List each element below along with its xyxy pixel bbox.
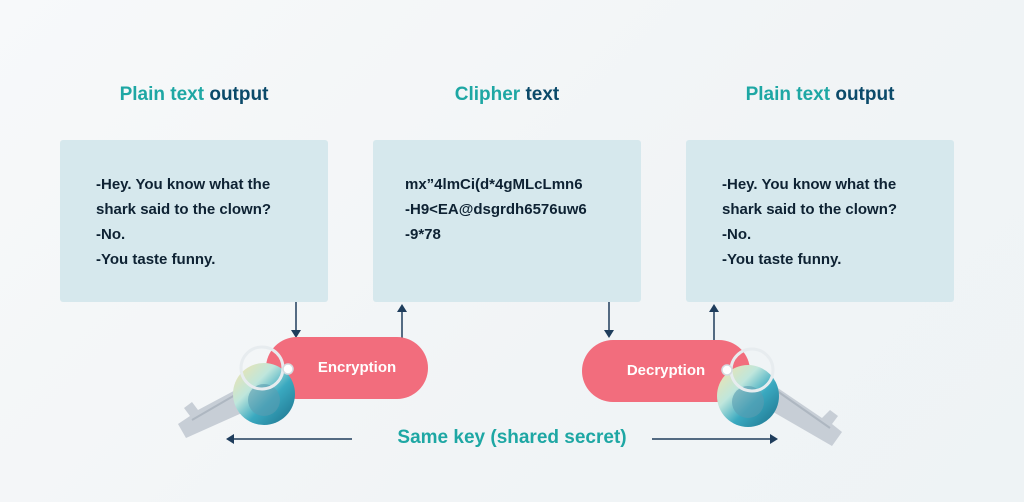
arrow-up-middle — [397, 304, 407, 340]
key-fob-left — [233, 345, 295, 425]
cipher-text-box: mx”4lmCi(d*4gMLcLmn6 -H9<EA@dsgrdh6576uw… — [373, 140, 641, 302]
arrow-down-middle — [604, 302, 614, 338]
shared-key-label: Same key (shared secret) — [397, 427, 627, 448]
box-line: -Hey. You know what the — [96, 176, 271, 193]
box-line: -You taste funny. — [96, 251, 216, 268]
box-line: -H9<EA@dsgrdh6576uw6 — [405, 201, 587, 218]
middle-title: Clipher text — [454, 84, 560, 105]
encryption-pill — [266, 337, 428, 399]
box-line: -Hey. You know what the — [722, 176, 897, 193]
box-line: -No. — [722, 226, 752, 243]
encryption-label: Encryption — [317, 359, 397, 376]
box-line: shark said to the clown? — [96, 201, 272, 218]
plain-text-box-left: -Hey. You know what the shark said to th… — [60, 140, 328, 302]
arrow-down-left — [291, 302, 301, 338]
decryption-label: Decryption — [626, 362, 706, 379]
left-title: Plain text output — [119, 84, 269, 105]
box-line: -You taste funny. — [722, 251, 842, 268]
arrow-right-bottom — [652, 434, 778, 444]
box-line: -9*78 — [405, 226, 441, 243]
right-title: Plain text output — [745, 84, 895, 105]
box-line: -No. — [96, 226, 126, 243]
arrow-up-right — [709, 304, 719, 340]
arrow-left-bottom — [226, 434, 352, 444]
key-fob-right — [717, 347, 779, 427]
box-line: shark said to the clown? — [722, 201, 898, 218]
plain-text-box-right: -Hey. You know what the shark said to th… — [686, 140, 954, 302]
box-line: mx”4lmCi(d*4gMLcLmn6 — [405, 176, 583, 193]
decryption-pill — [582, 340, 750, 402]
